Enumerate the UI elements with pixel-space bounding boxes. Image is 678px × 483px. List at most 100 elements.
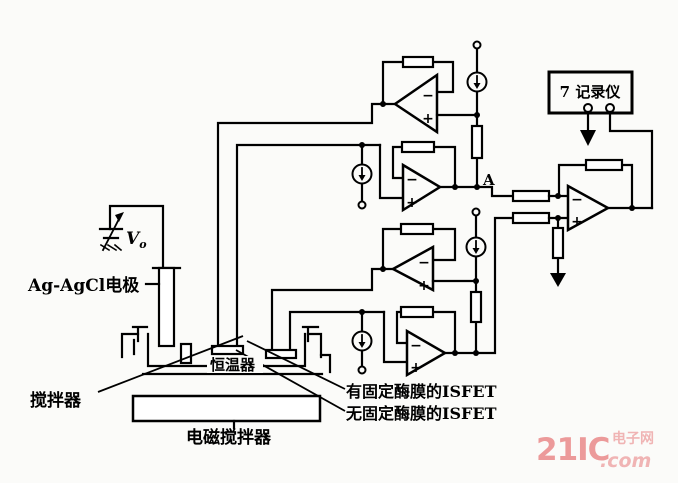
v0-to-electrode-wire: [108, 204, 165, 270]
cs3-terminal: [471, 207, 481, 217]
channel4-lead: [288, 310, 386, 352]
junction: [474, 112, 480, 118]
stir-bar: [179, 342, 193, 365]
v0-adjust-arrow-head: [115, 212, 124, 222]
junction: [359, 309, 365, 315]
opamp3-feedback-resistor: [399, 222, 435, 236]
v0-label-main: V: [126, 229, 141, 249]
opamp-4: − +: [351, 216, 515, 378]
junction: [380, 266, 386, 272]
channel2-lead: [235, 143, 382, 348]
v0-adjust-arrow-shaft: [101, 215, 122, 252]
opamp4-plus-wire: [382, 310, 409, 364]
diff-input-resistor-bottom: [511, 211, 551, 225]
recorder-terminal-1: [583, 103, 593, 113]
recorder: 7 记录仪: [547, 70, 654, 210]
junction: [452, 350, 458, 356]
opamp3-minus: −: [418, 255, 430, 271]
thermostat-label-bg: [207, 356, 263, 373]
diff-amp-minus: −: [571, 192, 583, 208]
node-a-label: A: [482, 171, 495, 189]
opamp3-input-wires: [431, 214, 478, 355]
cs1-arrow-head: [473, 83, 481, 89]
opamp2-feedback-wire: [391, 145, 457, 189]
opamp4-output-wire: [443, 216, 515, 355]
opamp1-plus: +: [422, 111, 434, 127]
junction: [629, 205, 635, 211]
diff-feedback-resistor: [584, 158, 624, 172]
junction: [473, 278, 479, 284]
channel3-load-resistor: [469, 290, 483, 324]
opamp-1: − +: [381, 40, 488, 189]
isfet-with-label: 有固定酶膜的ISFET: [346, 382, 497, 401]
opamp2-feedback-resistor: [400, 140, 436, 154]
magnetic-stirrer-label: 电磁搅拌器: [186, 427, 272, 448]
channel1-load-resistor: [470, 124, 484, 160]
junction: [380, 101, 386, 107]
recorder-terminal-2: [605, 103, 615, 113]
opamp2-plus: +: [406, 195, 418, 211]
jacket-left-wall: [120, 332, 140, 359]
thermostat-label: 恒温器: [210, 356, 256, 374]
opamp2-output-wire: [438, 185, 515, 198]
junction: [452, 184, 458, 190]
channel3-lead: [270, 267, 395, 352]
v0-label: Vo: [126, 229, 147, 251]
junction: [555, 215, 561, 221]
channel1-lead: [216, 102, 397, 348]
junction: [474, 184, 480, 190]
jacket-right-port: [319, 353, 332, 374]
opamp3-plus: +: [418, 278, 430, 294]
isfet-leads: [210, 102, 397, 360]
rim-clamp-right: [301, 325, 320, 343]
isfet-1-body: [210, 344, 245, 356]
opamp4-feedback-wire: [395, 310, 457, 355]
opamp4-triangle: [405, 328, 448, 378]
junction: [473, 350, 479, 356]
diff-amp-triangle: [566, 183, 611, 233]
magnetic-stirrer-unit: [131, 394, 322, 430]
recorder-signal-wire: [608, 110, 654, 210]
opamp1-feedback-wire: [381, 60, 455, 106]
opamp-3: − +: [381, 207, 487, 355]
cs2-arrow-head: [358, 175, 366, 181]
junction: [359, 142, 365, 148]
cs3-arrow-head: [472, 248, 480, 254]
jacket-right-wall: [306, 332, 323, 359]
recorder-ground-arrow: [580, 130, 596, 146]
stirrer-leader-line: [97, 335, 244, 393]
opamp2-minus: −: [406, 172, 418, 188]
stirrer-label: 搅拌器: [30, 390, 82, 411]
cs4-terminal: [357, 365, 367, 375]
rim-clamp-left: [131, 325, 149, 356]
opamp4-feedback-resistor: [399, 305, 435, 319]
opamp4-minus: −: [410, 338, 422, 354]
stirrer-plate: [131, 394, 322, 423]
junction: [555, 193, 561, 199]
opamp1-triangle: [392, 72, 439, 135]
opamp4-plus: +: [410, 360, 422, 376]
text-labels: Vo Ag-AgCl电极 搅拌器 恒温器 电磁搅拌器 有固定酶膜的ISFET 无…: [27, 171, 497, 448]
v0-label-sub: o: [139, 238, 146, 251]
diff-amp-plus: +: [571, 214, 583, 230]
v0-source: [98, 204, 165, 270]
opamp1-minus: −: [422, 88, 434, 104]
electrode-body: [157, 266, 176, 348]
opamp-2: − +: [351, 140, 515, 213]
cs4-arrow-head: [358, 342, 366, 348]
reference-electrode: [144, 266, 182, 348]
opamp1-input-wires: [435, 47, 479, 189]
isfet-without-label: 无固定酶膜的ISFET: [345, 404, 497, 423]
junction-dots: [359, 101, 635, 356]
electrode-label: Ag-AgCl电极: [27, 275, 139, 296]
diff-amplifier: − +: [511, 158, 654, 287]
opamp1-feedback-resistor: [401, 55, 435, 69]
ground-resistor: [551, 226, 565, 260]
recorder-label: 7 记录仪: [560, 83, 622, 101]
ground-arrow: [550, 273, 566, 287]
opamp3-triangle: [390, 244, 435, 293]
opamp2-plus-wire: [378, 143, 405, 200]
cs1-terminal: [472, 40, 482, 50]
